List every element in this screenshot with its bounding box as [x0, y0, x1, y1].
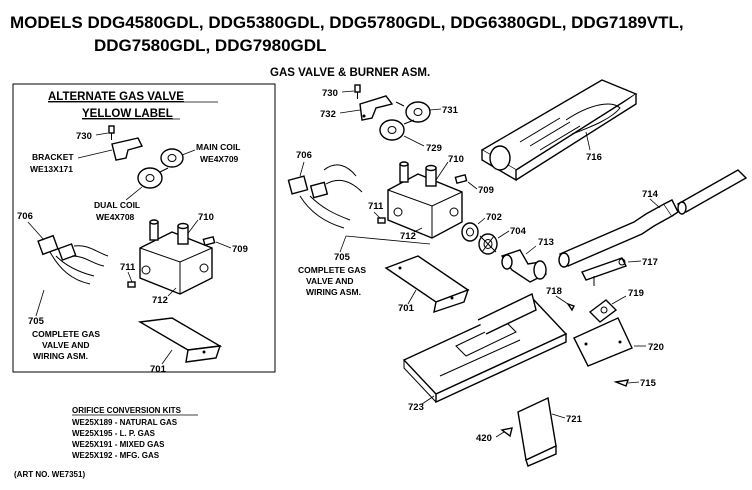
- orifice-kit-item-4: WE25X192 - MFG. GAS: [72, 451, 160, 460]
- inset-dual-coil-part: WE4X708: [96, 212, 135, 222]
- inset-num-705: 705: [28, 316, 45, 327]
- num-701: 701: [398, 303, 415, 314]
- num-732: 732: [320, 109, 336, 120]
- inset-fitting-709-icon: [202, 235, 216, 247]
- models-line-1: MODELS DDG4580GDL, DDG5380GDL, DDG5780GD…: [10, 13, 684, 32]
- num-712: 712: [400, 231, 416, 242]
- inset-dual-coil-icon: [137, 167, 169, 189]
- inset-num-712: 712: [152, 295, 168, 306]
- burner-tube-714-icon: [558, 199, 679, 268]
- num-711: 711: [368, 201, 384, 212]
- complete-valve-label-2: VALVE AND: [306, 276, 354, 286]
- orifice-kit-item-3: WE25X191 - MIXED GAS: [72, 440, 165, 449]
- inset-mounting-plate-icon: [137, 317, 223, 363]
- num-702: 702: [486, 212, 502, 223]
- fitting-709-icon: [454, 173, 468, 185]
- gas-valve-body-icon: [387, 161, 463, 239]
- screw-718-icon: [566, 302, 575, 312]
- inset-complete-label-2: VALVE AND: [42, 340, 90, 350]
- burner-716-icon: [480, 79, 638, 182]
- art-number: (ART NO. WE7351): [14, 470, 85, 479]
- num-719: 719: [628, 288, 644, 299]
- num-729: 729: [426, 143, 442, 154]
- inset-num-706: 706: [17, 211, 33, 222]
- num-717: 717: [642, 257, 658, 268]
- wiring-harness-icon: [287, 164, 363, 229]
- inset-screw-711-icon: [127, 281, 136, 288]
- flame-sensor-719-icon: [588, 299, 618, 323]
- fitting-704-icon: [478, 233, 498, 255]
- num-720: 720: [648, 342, 664, 353]
- num-705: 705: [334, 252, 351, 263]
- num-716: 716: [586, 152, 602, 163]
- inset-title-2: YELLOW LABEL: [82, 108, 173, 120]
- num-710: 710: [448, 154, 464, 165]
- inset-main-coil-icon: [160, 148, 184, 168]
- section-title: GAS VALVE & BURNER ASM.: [270, 67, 430, 79]
- coil-731-icon: [395, 101, 431, 123]
- shield-721-icon: [517, 396, 557, 467]
- complete-valve-label-3: WIRING ASM.: [306, 287, 361, 297]
- num-709: 709: [478, 185, 494, 196]
- orifice-kits-title: ORIFICE CONVERSION KITS: [72, 406, 182, 415]
- inset-main-coil-label: MAIN COIL: [196, 142, 240, 152]
- screw-420-icon: [500, 427, 513, 438]
- inset-bracket-icon: [111, 137, 144, 161]
- complete-valve-label-1: COMPLETE GAS: [298, 265, 366, 275]
- num-713: 713: [538, 237, 554, 248]
- inset-complete-label-3: WIRING ASM.: [33, 351, 88, 361]
- num-714: 714: [642, 189, 659, 200]
- screw-715-icon: [613, 379, 630, 387]
- orifice-kit-item-2: WE25X195 - L. P. GAS: [72, 429, 156, 438]
- num-706: 706: [296, 150, 312, 161]
- num-731: 731: [442, 105, 459, 116]
- inset-border: [12, 83, 276, 373]
- inset-gas-valve-icon: [139, 219, 213, 295]
- num-718: 718: [546, 286, 562, 297]
- inset-wiring-harness-icon: [37, 234, 109, 285]
- inset-dual-coil-label: DUAL COIL: [94, 200, 140, 210]
- orifice-kit-item-1: WE25X189 - NATURAL GAS: [72, 418, 178, 427]
- inset-main-coil-part: WE4X709: [200, 154, 239, 164]
- burner-tube-icon: [676, 169, 748, 215]
- orifice-elbow-713-icon: [500, 249, 547, 283]
- num-715: 715: [640, 378, 657, 389]
- inset-title-1: ALTERNATE GAS VALVE: [48, 91, 184, 103]
- num-723: 723: [408, 402, 424, 413]
- num-704: 704: [510, 226, 527, 237]
- num-730: 730: [322, 88, 338, 99]
- bracket-732-icon: [359, 95, 394, 121]
- inset-num-730: 730: [76, 131, 92, 142]
- mounting-plate-701-icon: [384, 255, 470, 314]
- models-line-2: DDG7580GDL, DDG7980GDL: [94, 36, 326, 55]
- inset-complete-label-1: COMPLETE GAS: [32, 329, 100, 339]
- burner-bracket-723-icon: [402, 292, 568, 404]
- bracket-720-icon: [573, 317, 633, 367]
- inset-num-710: 710: [198, 212, 214, 223]
- inset-num-701: 701: [150, 364, 167, 375]
- inset-num-711: 711: [120, 262, 136, 273]
- igniter-717-icon: [581, 257, 627, 286]
- num-420: 420: [476, 433, 492, 444]
- coil-729-icon: [379, 119, 415, 141]
- nut-702-icon: [461, 222, 479, 242]
- inset-screw-icon: [108, 125, 115, 140]
- inset-num-709: 709: [232, 244, 248, 255]
- inset-bracket-part: WE13X171: [30, 164, 73, 174]
- screw-730-icon: [354, 84, 361, 99]
- num-721: 721: [566, 414, 583, 425]
- screw-711-icon: [377, 217, 386, 224]
- inset-bracket-label: BRACKET: [32, 152, 74, 162]
